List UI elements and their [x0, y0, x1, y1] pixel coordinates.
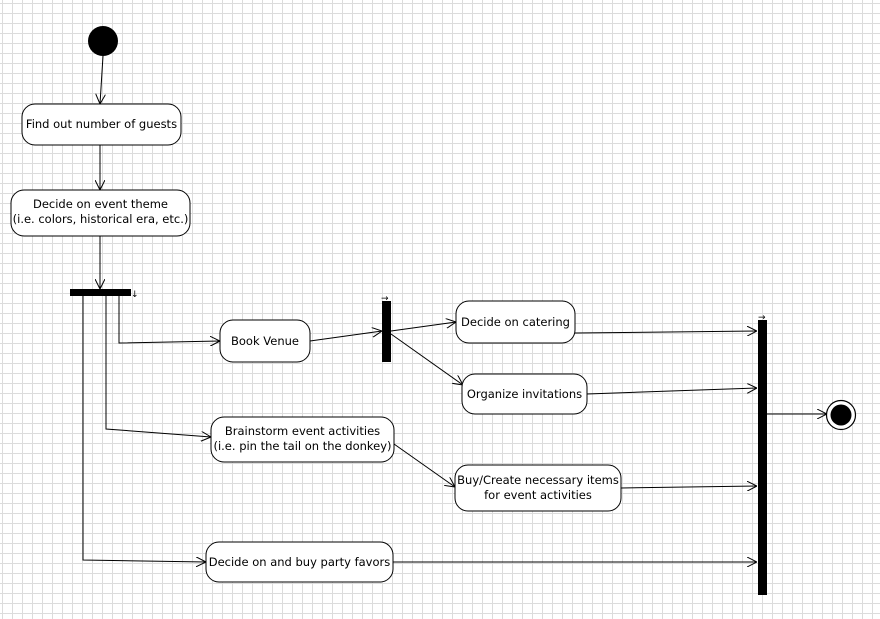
fork-bar-marker: ↓	[131, 290, 139, 300]
edge-book-venue-to-fork2	[309, 331, 382, 342]
fork-bar-2	[382, 301, 391, 362]
join-bar-marker: →	[758, 313, 766, 323]
activity-organize-invitations-label: Organize invitations	[467, 387, 582, 401]
edge-fork-to-book-venue	[118, 296, 220, 343]
activity-find-guests: Find out number of guests	[21, 103, 182, 146]
activity-party-favors: Decide on and buy party favors	[205, 541, 394, 583]
fork-bar	[70, 289, 131, 296]
edge-catering-to-join	[574, 331, 757, 333]
edge-start-to-find-guests	[100, 55, 103, 104]
activity-event-theme-label-line2: (i.e. colors, historical era, etc.)	[13, 212, 189, 226]
activity-party-favors-label: Decide on and buy party favors	[209, 555, 391, 569]
activity-decide-catering: Decide on catering	[455, 300, 576, 344]
final-node-core	[830, 404, 852, 426]
activity-decide-catering-label: Decide on catering	[461, 315, 570, 329]
edge-fork-to-party-favors	[82, 296, 206, 562]
edge-fork2-to-invitations	[390, 333, 463, 385]
activity-event-theme-label-line1: Decide on event theme	[33, 197, 168, 211]
activity-buy-items-label-line2: for event activities	[484, 488, 592, 502]
edge-fork2-to-catering	[390, 322, 456, 332]
activity-brainstorm: Brainstorm event activities (i.e. pin th…	[210, 416, 395, 463]
edge-buy-items-to-join	[620, 486, 757, 488]
edge-brainstorm-to-buy-items	[393, 443, 455, 487]
activity-buy-items: Buy/Create necessary items for event act…	[454, 464, 622, 512]
initial-node	[88, 26, 118, 56]
activity-buy-items-label-line1: Buy/Create necessary items	[457, 473, 619, 487]
edge-fork-to-brainstorm	[105, 296, 211, 437]
activity-book-venue-label: Book Venue	[231, 334, 299, 348]
fork-bar-2-marker: →	[381, 294, 389, 304]
activity-find-guests-label: Find out number of guests	[26, 117, 177, 131]
activity-event-theme: Decide on event theme (i.e. colors, hist…	[10, 189, 191, 237]
edge-invitations-to-join	[586, 388, 757, 395]
activity-brainstorm-label-line1: Brainstorm event activities	[225, 424, 380, 438]
join-bar	[758, 320, 767, 595]
activity-brainstorm-label-line2: (i.e. pin the tail on the donkey)	[213, 439, 391, 453]
activity-organize-invitations: Organize invitations	[461, 373, 588, 415]
activity-book-venue: Book Venue	[219, 319, 311, 363]
